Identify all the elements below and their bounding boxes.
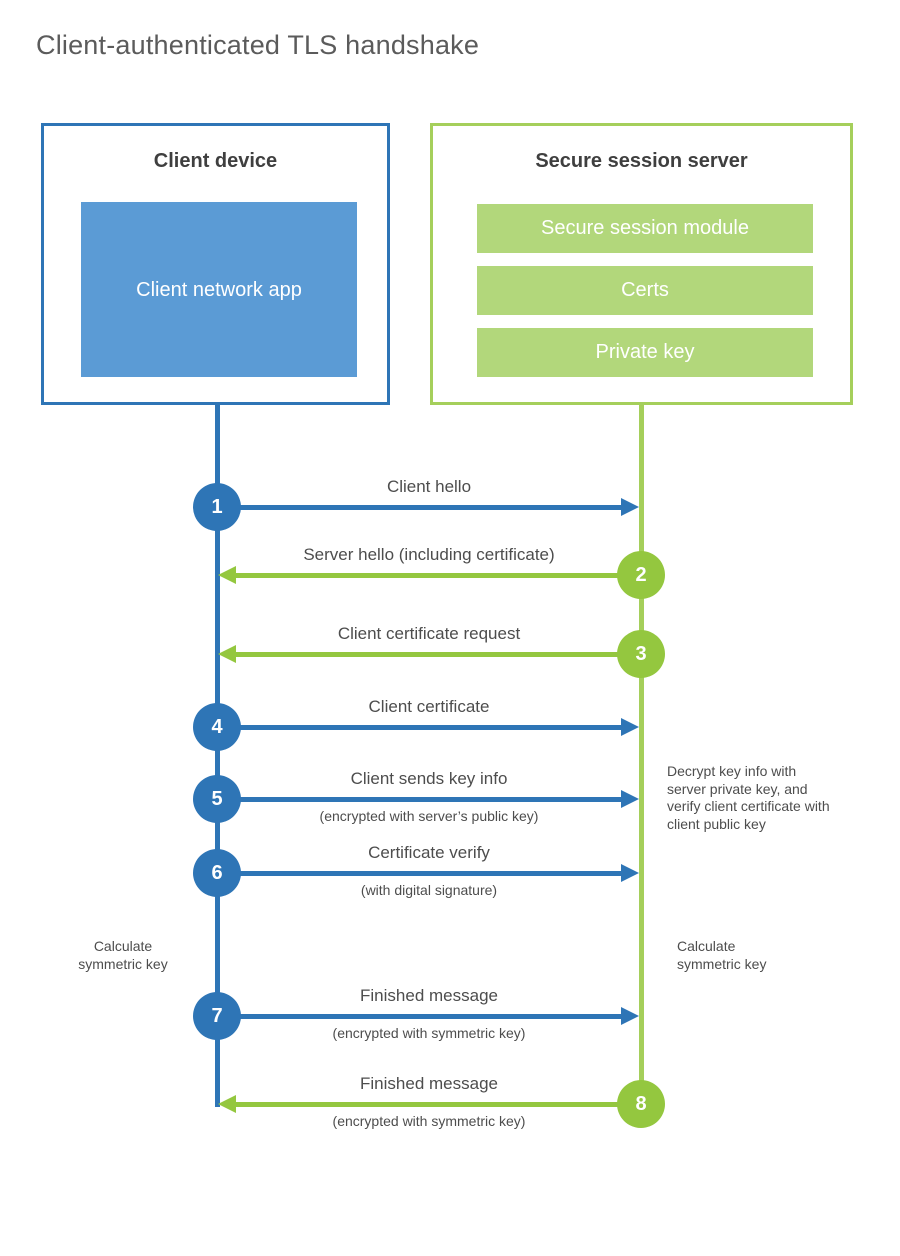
message-label: Server hello (including certificate) bbox=[303, 545, 555, 564]
server-module-bar: Private key bbox=[477, 328, 813, 377]
message-arrow bbox=[217, 797, 623, 802]
message-arrow bbox=[236, 1102, 641, 1107]
arrowhead-icon bbox=[218, 645, 236, 663]
arrowhead-icon bbox=[621, 1007, 639, 1025]
message-arrow bbox=[217, 725, 623, 730]
secure-session-server-title: Secure session server bbox=[535, 150, 748, 172]
page-title: Client-authenticated TLS handshake bbox=[36, 30, 480, 60]
client-lifeline bbox=[215, 405, 220, 1107]
message-label: Client hello bbox=[386, 477, 472, 496]
client-device-box: Client device Client network app bbox=[41, 123, 390, 405]
arrowhead-icon bbox=[218, 1095, 236, 1113]
message-label: Finished message bbox=[360, 1074, 498, 1093]
message-label: Client certificate request bbox=[337, 624, 521, 643]
message-label: Certificate verify bbox=[368, 843, 490, 862]
server-module-bar: Secure session module bbox=[477, 204, 813, 253]
message-sublabel: (encrypted with symmetric key) bbox=[332, 1025, 526, 1041]
message-arrow bbox=[217, 871, 623, 876]
message-label: Finished message bbox=[360, 986, 498, 1005]
message-label: Client sends key info bbox=[350, 769, 508, 788]
step-number-badge: 4 bbox=[193, 703, 241, 751]
arrowhead-icon bbox=[621, 718, 639, 736]
message-sublabel: (encrypted with symmetric key) bbox=[332, 1113, 526, 1129]
step-number-badge: 3 bbox=[617, 630, 665, 678]
client-network-app-block: Client network app bbox=[81, 202, 357, 377]
message-arrow bbox=[236, 652, 641, 657]
step-number-badge: 2 bbox=[617, 551, 665, 599]
arrowhead-icon bbox=[218, 566, 236, 584]
step-number-badge: 5 bbox=[193, 775, 241, 823]
step-number-badge: 7 bbox=[193, 992, 241, 1040]
message-arrow bbox=[217, 505, 623, 510]
server-module-bar: Certs bbox=[477, 266, 813, 315]
step-number-badge: 8 bbox=[617, 1080, 665, 1128]
client-device-title: Client device bbox=[153, 150, 278, 172]
message-sublabel: (with digital signature) bbox=[360, 882, 498, 898]
calculate-key-note-server: Calculate symmetric key bbox=[677, 938, 767, 972]
step-number-badge: 1 bbox=[193, 483, 241, 531]
arrowhead-icon bbox=[621, 790, 639, 808]
message-arrow bbox=[217, 1014, 623, 1019]
client-network-app-label: Client network app bbox=[136, 278, 302, 301]
step-number-badge: 6 bbox=[193, 849, 241, 897]
decrypt-note: Decrypt key info with server private key… bbox=[667, 763, 830, 832]
calculate-key-note-client: Calculate symmetric key bbox=[78, 938, 168, 972]
server-lifeline bbox=[639, 405, 644, 1104]
arrowhead-icon bbox=[621, 864, 639, 882]
message-label: Client certificate bbox=[368, 697, 490, 716]
secure-session-server-box: Secure session server Secure session mod… bbox=[430, 123, 853, 405]
message-sublabel: (encrypted with server’s public key) bbox=[319, 808, 539, 824]
message-arrow bbox=[236, 573, 641, 578]
arrowhead-icon bbox=[621, 498, 639, 516]
